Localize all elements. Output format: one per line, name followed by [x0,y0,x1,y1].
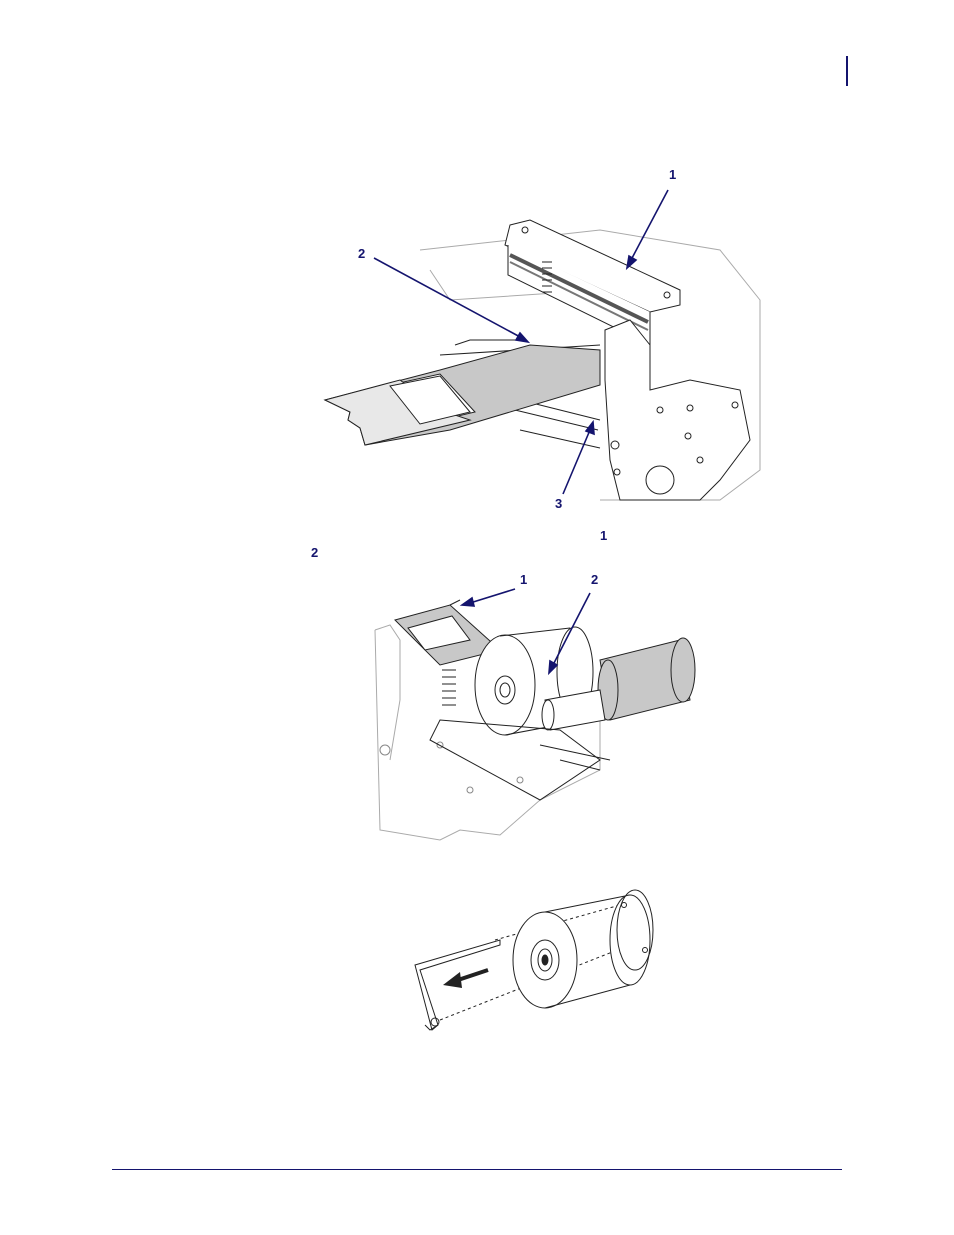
figure-printhead-media-path [0,160,954,520]
left-arrow-icon [443,970,488,988]
figure1-callout-1: 1 [669,168,676,182]
figure2-callout-1: 1 [520,573,527,587]
figure1-callout-2: 2 [358,247,365,261]
figure-media-supply-spindle [0,580,954,850]
figure2-callout-2: 2 [591,573,598,587]
figure-media-guide-removal [0,885,954,1045]
figure1-callout-3: 3 [555,497,562,511]
caption-ref-1: 1 [600,529,607,543]
caption-ref-2: 2 [311,546,318,560]
page-marker-bar [846,56,848,86]
footer-rule [112,1169,842,1170]
